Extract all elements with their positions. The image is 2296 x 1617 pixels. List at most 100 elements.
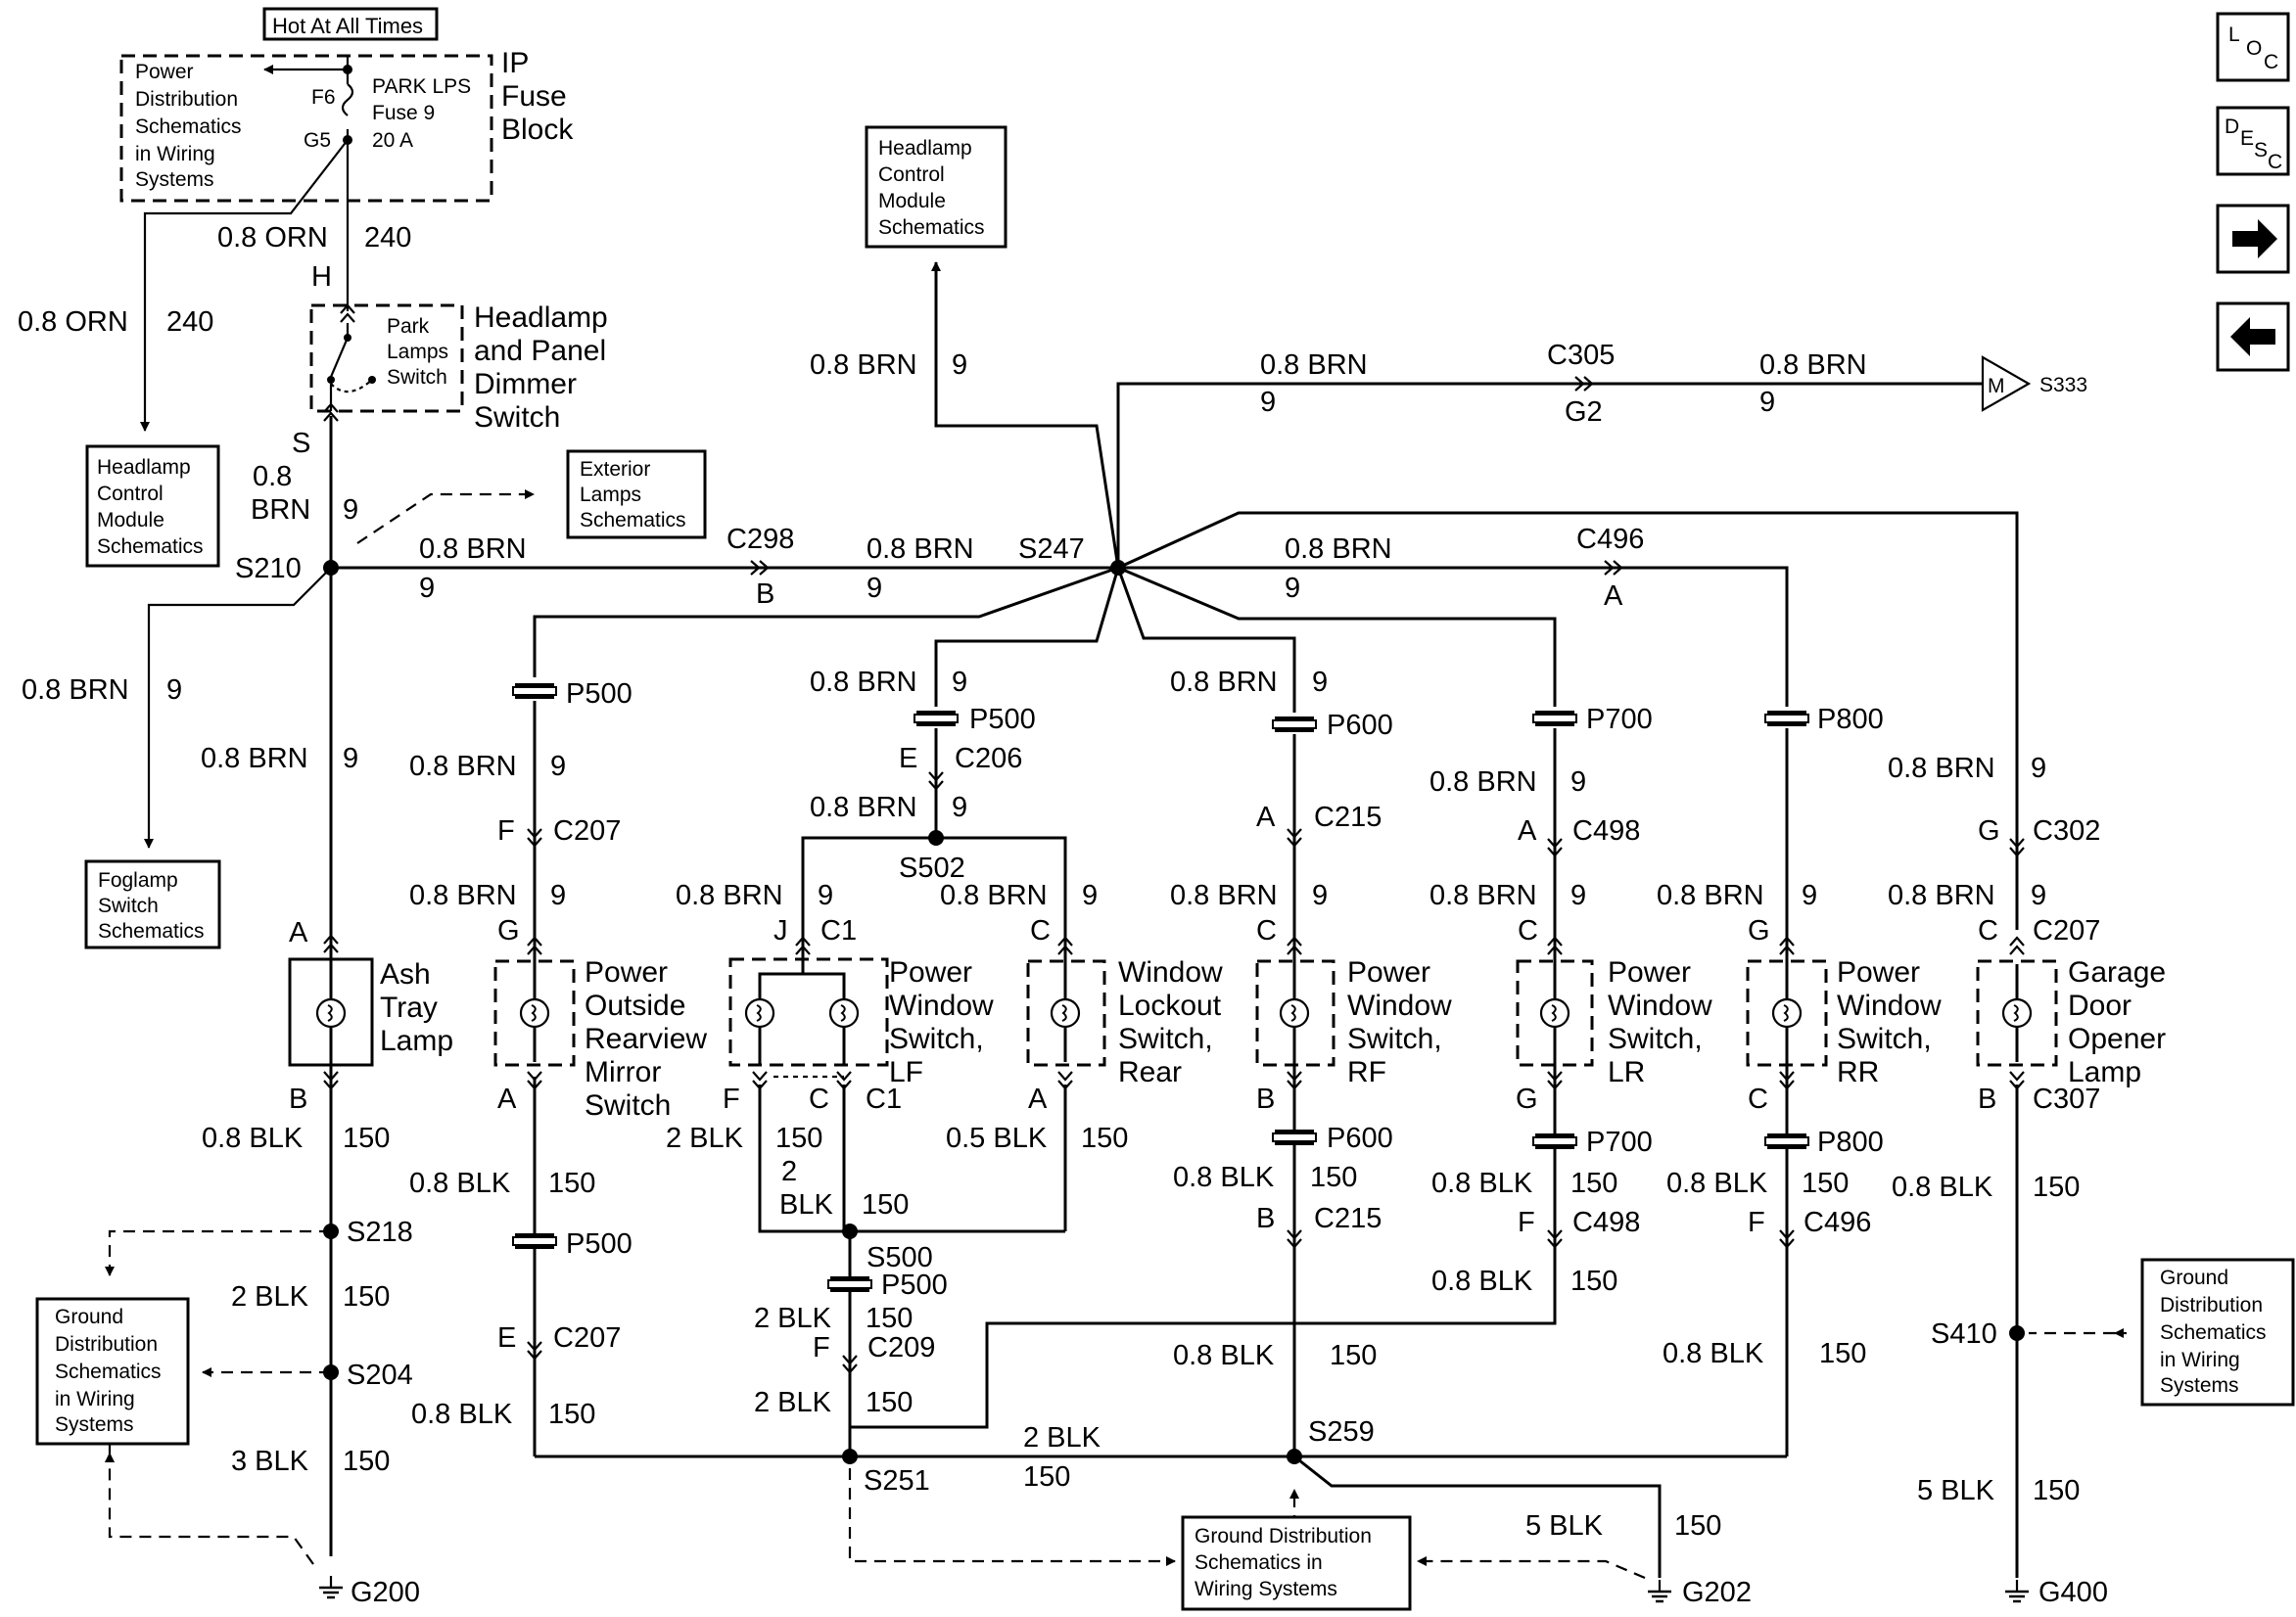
park-lamps-switch-label: Park bbox=[387, 315, 430, 338]
svg-text:C: C bbox=[809, 1084, 829, 1115]
svg-text:RF: RF bbox=[1347, 1056, 1386, 1088]
svg-text:Systems: Systems bbox=[2160, 1374, 2239, 1397]
hot-at-all-times-box: Hot At All Times bbox=[262, 7, 439, 41]
foglamp-switch-link[interactable]: Foglamp Switch Schematics bbox=[84, 859, 221, 949]
hot-label: Hot At All Times bbox=[272, 14, 423, 38]
svg-text:and Panel: and Panel bbox=[474, 335, 606, 367]
svg-text:9: 9 bbox=[419, 573, 435, 604]
pw-lf-lamp2-icon bbox=[828, 997, 860, 1029]
svg-text:BLK: BLK bbox=[779, 1189, 833, 1221]
svg-text:9: 9 bbox=[952, 792, 967, 823]
svg-text:9: 9 bbox=[952, 667, 967, 698]
svg-text:B: B bbox=[756, 578, 774, 610]
ground-distribution-link-right[interactable]: Ground Distribution Schematics in Wiring… bbox=[2140, 1258, 2295, 1407]
svg-text:0.8 BRN: 0.8 BRN bbox=[1429, 766, 1537, 798]
svg-text:J: J bbox=[773, 915, 788, 947]
svg-text:150: 150 bbox=[1570, 1266, 1617, 1297]
svg-text:150: 150 bbox=[1081, 1123, 1128, 1154]
svg-text:C: C bbox=[1518, 915, 1538, 947]
svg-text:Systems: Systems bbox=[135, 168, 214, 191]
svg-text:C298: C298 bbox=[726, 524, 794, 555]
svg-text:P500: P500 bbox=[566, 678, 633, 710]
svg-text:9: 9 bbox=[867, 573, 882, 604]
ground-distribution-link-bottom[interactable]: Ground Distribution Schematics in Wiring… bbox=[1181, 1515, 1412, 1611]
svg-text:LR: LR bbox=[1608, 1056, 1645, 1088]
loc-button[interactable]: L O C bbox=[2216, 12, 2290, 82]
svg-text:S: S bbox=[292, 428, 310, 459]
svg-text:G2: G2 bbox=[1565, 396, 1603, 428]
svg-text:C: C bbox=[1030, 915, 1051, 947]
desc-button[interactable]: D E S C bbox=[2216, 106, 2290, 176]
svg-text:in Wiring: in Wiring bbox=[135, 143, 215, 165]
exterior-lamps-link[interactable]: Exterior Lamps Schematics bbox=[566, 449, 707, 539]
arrow-right-icon bbox=[2232, 219, 2277, 258]
wire-label: 0.8 ORN bbox=[18, 306, 128, 338]
svg-text:Power: Power bbox=[1347, 956, 1430, 989]
mirror-switch-label: Power Outside Rearview Mirror Switch bbox=[585, 956, 707, 1122]
svg-text:9: 9 bbox=[550, 880, 566, 911]
fuse-name: PARK LPS bbox=[372, 75, 471, 98]
svg-text:150: 150 bbox=[1330, 1340, 1377, 1371]
svg-text:Power: Power bbox=[1837, 956, 1920, 989]
svg-text:Control: Control bbox=[97, 483, 164, 505]
arrow-left-icon bbox=[2230, 317, 2275, 356]
svg-text:9: 9 bbox=[550, 751, 566, 782]
svg-text:9: 9 bbox=[1802, 880, 1817, 911]
next-button[interactable] bbox=[2216, 204, 2290, 274]
svg-text:2 BLK: 2 BLK bbox=[231, 1281, 309, 1313]
svg-text:C: C bbox=[2264, 51, 2278, 73]
svg-text:0.8 BLK: 0.8 BLK bbox=[1666, 1168, 1768, 1199]
svg-text:Lamp: Lamp bbox=[2068, 1056, 2141, 1088]
svg-text:Outside: Outside bbox=[585, 990, 685, 1022]
headlamp-control-module-link-top[interactable]: Headlamp Control Module Schematics bbox=[865, 125, 1007, 249]
svg-text:Switch: Switch bbox=[474, 401, 560, 434]
svg-text:Power: Power bbox=[889, 956, 972, 989]
svg-text:S500: S500 bbox=[867, 1242, 933, 1273]
svg-text:A: A bbox=[289, 917, 308, 948]
svg-text:Dimmer: Dimmer bbox=[474, 368, 577, 400]
svg-text:C496: C496 bbox=[1804, 1207, 1871, 1238]
svg-text:Window: Window bbox=[1608, 990, 1712, 1022]
svg-text:E: E bbox=[497, 1322, 516, 1354]
svg-text:Schematics: Schematics bbox=[135, 116, 242, 138]
svg-text:150: 150 bbox=[343, 1446, 390, 1477]
svg-text:S210: S210 bbox=[235, 553, 302, 584]
svg-text:Ground: Ground bbox=[55, 1306, 123, 1328]
svg-text:Garage: Garage bbox=[2068, 956, 2166, 989]
svg-text:9: 9 bbox=[1260, 387, 1276, 418]
svg-text:S333: S333 bbox=[2039, 374, 2087, 396]
ground-g200-icon bbox=[317, 1574, 345, 1599]
svg-text:9: 9 bbox=[1570, 766, 1586, 798]
svg-text:Rear: Rear bbox=[1118, 1056, 1182, 1088]
svg-text:L: L bbox=[2228, 23, 2240, 46]
pw-lf-lamp1-icon bbox=[744, 997, 775, 1029]
svg-text:O: O bbox=[2246, 37, 2262, 60]
svg-text:3 BLK: 3 BLK bbox=[231, 1446, 309, 1477]
svg-text:P800: P800 bbox=[1817, 704, 1884, 735]
svg-text:C305: C305 bbox=[1547, 340, 1615, 371]
svg-text:150: 150 bbox=[862, 1189, 909, 1221]
svg-text:0.8 BRN: 0.8 BRN bbox=[867, 533, 974, 565]
svg-text:C: C bbox=[1748, 1084, 1768, 1115]
svg-text:Power: Power bbox=[1608, 956, 1691, 989]
svg-text:Switch,: Switch, bbox=[1837, 1023, 1932, 1055]
ground-distribution-link-left[interactable]: Ground Distribution Schematics in Wiring… bbox=[35, 1297, 190, 1446]
svg-text:9: 9 bbox=[1570, 880, 1586, 911]
svg-text:C215: C215 bbox=[1314, 1203, 1382, 1234]
ash-tray-outline bbox=[288, 957, 374, 1067]
svg-text:BRN: BRN bbox=[251, 494, 310, 526]
headlamp-control-module-link-left[interactable]: Headlamp Control Module Schematics bbox=[85, 444, 220, 568]
svg-text:Window: Window bbox=[889, 990, 994, 1022]
svg-text:C: C bbox=[1978, 915, 1998, 947]
svg-text:Lamp: Lamp bbox=[380, 1025, 453, 1057]
svg-text:0.8 BLK: 0.8 BLK bbox=[411, 1399, 513, 1430]
prev-button[interactable] bbox=[2216, 301, 2290, 372]
svg-text:150: 150 bbox=[2033, 1475, 2080, 1506]
svg-text:C: C bbox=[2268, 151, 2282, 173]
svg-text:F: F bbox=[723, 1084, 740, 1115]
pw-rr-label: Power Window Switch, RR bbox=[1837, 956, 1942, 1088]
pw-lr-label: Power Window Switch, LR bbox=[1608, 956, 1712, 1088]
svg-text:Distribution: Distribution bbox=[135, 88, 238, 111]
svg-text:C1: C1 bbox=[820, 915, 857, 947]
svg-text:2 BLK: 2 BLK bbox=[754, 1387, 832, 1418]
